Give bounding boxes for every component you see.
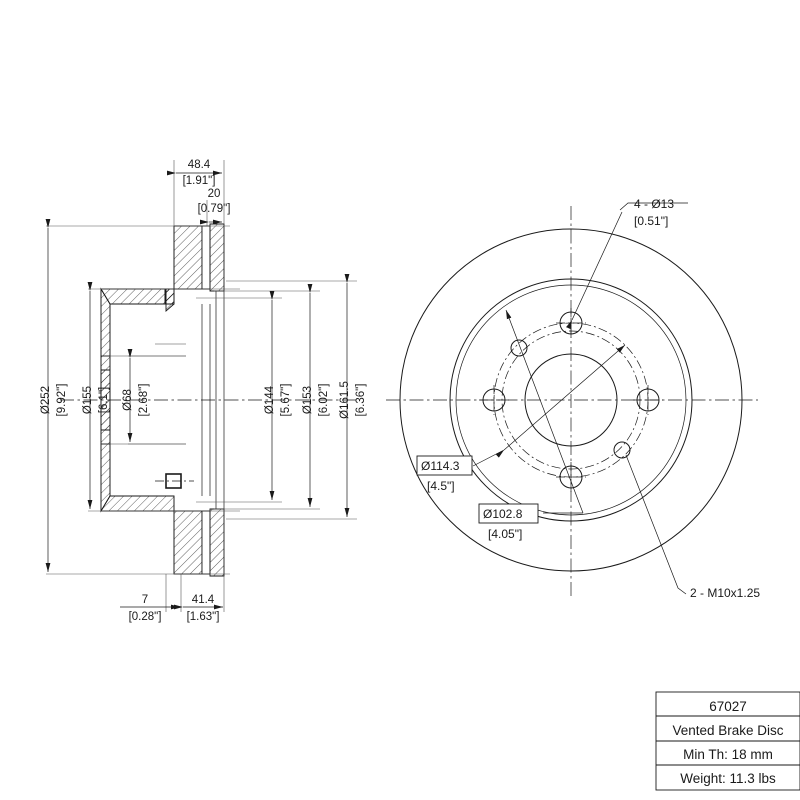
leader-bolt-holes-angled [566,211,623,330]
dimtext-484-in: [1.91"] [183,175,216,187]
callout-threaded-line1: 2 - M10x1.25 [690,586,760,600]
callout-pc-1028-line2: [4.05"] [488,527,522,541]
dimtext-1615-in: [6.36"] [355,384,367,417]
section-view [60,223,360,577]
title-block-min-thickness: Min Th: 18 mm [683,747,773,762]
dimtext-144-mm: Ø144 [264,385,276,414]
callout-pc-1028-line1: Ø102.8 [483,507,523,521]
section-lower-inner-plate [173,510,203,575]
callout-bolt-holes-line2: [0.51"] [634,214,668,228]
leader-bolt-holes-horizontal [619,202,688,211]
callout-box-1143 [416,455,473,476]
section-lower-hat-arm [100,495,175,512]
dimtext-155-in: [6.1"] [98,387,110,413]
title-block: 67027 Vented Brake Disc Min Th: 18 mm We… [655,691,800,791]
dimtext-484-mm: 48.4 [188,159,211,171]
dimtext-155-mm: Ø155 [82,386,94,414]
leader-threaded-holes [625,454,687,595]
callout-bc-1143-line2: [4.5"] [427,479,455,493]
section-dimensions: Ø252 [9.92"] Ø155 [6.1"] Ø68 [2.68"] Ø14… [40,159,367,623]
bolt-hole [556,462,586,492]
title-block-weight: Weight: 11.3 lbs [680,771,776,786]
front-view-callouts: 4 - Ø13 [0.51"] Ø114.3 [4.5"] Ø102.8 [4.… [416,197,760,600]
dimtext-68-mm: Ø68 [122,389,134,411]
section-lower-outer-plate [209,508,225,577]
title-block-description: Vented Brake Disc [672,723,783,738]
dimtext-153-in: [6.02"] [318,384,330,417]
callout-bolt-holes-line1: 4 - Ø13 [634,197,674,211]
dimtext-20-mm: 20 [208,188,221,200]
friction-ring-inner-edge [449,278,693,522]
dimtext-252-in: [9.92"] [56,384,68,417]
dimtext-144-in: [5.67"] [280,384,292,417]
dimtext-1615-mm: Ø161.5 [339,381,351,419]
dimtext-414-mm: 41.4 [192,594,215,606]
hat-outer-edge [455,284,687,516]
dimtext-7-in: [0.28"] [129,611,162,623]
section-lower-vent-gap [201,510,211,575]
bolt-hole [633,385,663,415]
disc-outer-edge [399,228,743,572]
dimtext-20-in: [0.79"] [198,203,231,215]
section-upper-vent-gap [201,225,211,290]
callout-box-1028 [478,503,539,524]
section-upper-inner-plate [173,225,203,290]
title-block-part-number: 67027 [709,699,747,714]
bolt-hole [556,308,586,338]
leader-pc-1028-angled [505,309,584,514]
callout-bc-1143-line1: Ø114.3 [421,459,460,473]
dimtext-153-mm: Ø153 [302,386,314,414]
section-upper-hat-arm [100,288,175,305]
dimtext-252-mm: Ø252 [40,386,52,414]
dimtext-7-mm: 7 [142,594,148,606]
dimtext-414-in: [1.63"] [187,611,220,623]
section-upper-outer-plate [209,223,225,292]
leader-bc-1143-long [495,344,626,458]
dimtext-68-in: [2.68"] [138,384,150,417]
